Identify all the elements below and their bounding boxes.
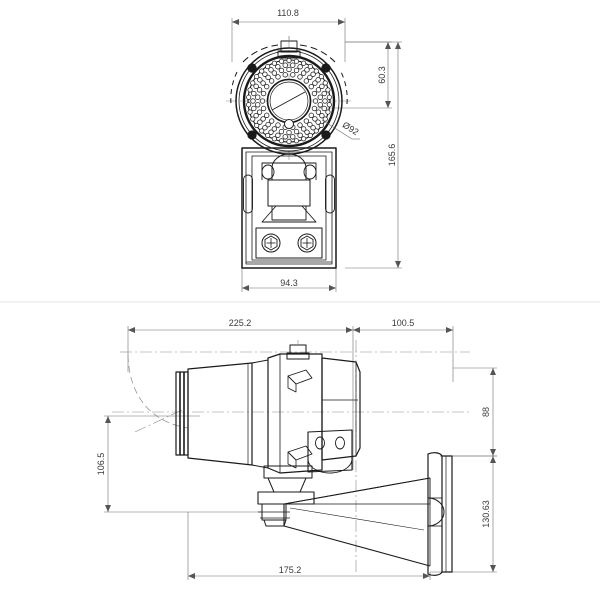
sunshield-outline [242, 44, 336, 63]
side-mount-plate [307, 429, 353, 474]
dim-text-60-3: 60.3 [377, 66, 387, 84]
dim-110-8-lines [231, 18, 346, 62]
dim-text-165-6: 165.6 [387, 144, 397, 167]
wall-plate [427, 452, 453, 576]
rear-housing [321, 357, 361, 461]
sunshield-side-arcs [230, 71, 348, 105]
side-view [104, 326, 497, 580]
dim-text-110-8: 110.8 [277, 8, 299, 18]
dim-text-175-2: 175.2 [279, 565, 302, 575]
center-lines-side [112, 340, 470, 575]
hex-bolt-right [297, 233, 317, 253]
ir-led-array [246, 57, 332, 145]
clamp-band [267, 353, 323, 474]
dim-text-100-5: 100.5 [392, 318, 415, 328]
dim-100-5-lines [353, 326, 454, 382]
wall-mount-arm [283, 477, 431, 567]
dim-225-2-lines [127, 326, 354, 470]
dim-94-3-lines [241, 268, 337, 292]
hex-bolt-left [261, 233, 281, 253]
dim-165-6-lines [345, 41, 402, 269]
front-view [226, 18, 402, 292]
dim-text-88: 88 [481, 407, 491, 417]
camera-lens [266, 78, 312, 129]
dim-text-225-2: 225.2 [229, 318, 252, 328]
dim-175-2-lines [187, 512, 431, 580]
housing-screws [247, 63, 331, 140]
dim-text-130-63: 130.63 [481, 500, 491, 528]
lens-diameter-leader [321, 119, 360, 140]
side-top-boss [286, 340, 310, 360]
mount-bracket-front [241, 147, 337, 269]
dim-text-106-5: 106.5 [96, 453, 106, 476]
dim-text-94-3: 94.3 [280, 278, 298, 288]
